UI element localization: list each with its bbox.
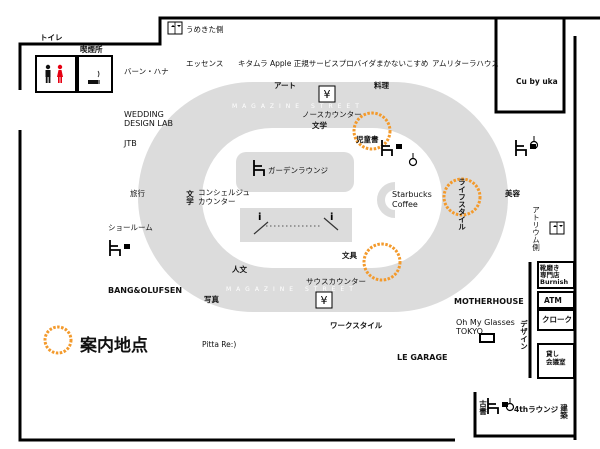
label-photo: 写真: [204, 295, 219, 304]
elevator-icon: [167, 21, 183, 35]
garden-lounge-area: [236, 152, 354, 192]
building-walls: [18, 16, 600, 442]
cafe-chair-icon: [109, 240, 130, 256]
info-point-childrens-books: [352, 111, 392, 151]
cafe-chair-icon: [515, 140, 536, 156]
cafe-chair-icon: [487, 398, 508, 414]
svg-text:¥: ¥: [321, 294, 328, 307]
yen-icon: ¥: [318, 85, 336, 103]
info-board-area: [240, 208, 352, 242]
info-icon: i: [258, 212, 261, 223]
label-essence: エッセンス: [186, 59, 224, 68]
info-icon: i: [330, 212, 333, 223]
label-kitamura-apple: キタムラ Apple 正規サービスプロバイダ: [238, 59, 376, 68]
label-smoking: 喫煙所: [80, 45, 103, 54]
power-outlet-icon: [408, 153, 418, 167]
label-south-counter: サウスカウンター: [306, 277, 366, 286]
restroom-room: [35, 55, 77, 93]
cafe-chair-icon: [253, 160, 265, 176]
starbucks-counter: [377, 182, 396, 218]
label-motherhouse: MOTHERHOUSE: [454, 297, 524, 306]
small-booth: [479, 333, 495, 343]
smoking-room: [77, 55, 113, 93]
label-4th-lounge: 4thラウンジ: [514, 405, 559, 414]
label-art: アート: [274, 81, 297, 90]
label-wedding-design-lab: WEDDING DESIGN LAB: [124, 110, 173, 129]
label-cooking: 料理: [374, 81, 389, 90]
label-le-garage: LE GARAGE: [397, 353, 448, 362]
smoking-icon: [88, 70, 100, 84]
info-point-lifestyle: [442, 177, 482, 217]
legend-marker-icon: [43, 325, 73, 355]
label-bahn-hana: バーン・ハナ: [124, 67, 169, 76]
label-beauty: 美容: [505, 189, 520, 198]
label-stationery: 文具: [342, 251, 357, 260]
label-antique-books: 古書: [478, 400, 488, 415]
cafe-chair-icon: [381, 140, 402, 156]
label-amuritara: アムリターラハウス: [432, 59, 499, 68]
label-magazine-street-bottom: MAGAZINE STREET: [226, 286, 358, 293]
label-pitta-re: Pitta Re:): [202, 340, 237, 349]
elevator-icon: [549, 221, 565, 235]
label-umekita-side: うめきた側: [186, 25, 224, 34]
label-travel: 旅行: [130, 189, 145, 198]
info-point-markers: [43, 111, 482, 355]
label-literature: 文学: [312, 121, 327, 130]
label-north-counter: ノースカウンター: [302, 110, 362, 119]
label-atrium-side: アトリウム側: [531, 206, 541, 251]
label-cloak: クローク: [542, 315, 572, 324]
label-literature-west: 文学: [185, 190, 195, 205]
label-childrens-books: 児童書: [356, 135, 379, 144]
label-toilet: トイレ: [40, 33, 63, 42]
label-concierge-counter: コンシェルジュ カウンター: [198, 188, 250, 207]
svg-text:i: i: [330, 212, 333, 223]
label-jtb: JTB: [124, 139, 137, 148]
burnish-room: [537, 261, 575, 289]
atm-room: [537, 291, 575, 309]
label-magazine-street-top: MAGAZINE STREET: [232, 103, 364, 110]
label-design: デザイン: [519, 320, 529, 350]
label-burnish: 靴磨き 専門店 Burnish: [540, 264, 569, 287]
label-makanai: まかないこすめ: [376, 59, 429, 68]
rental-room: [537, 343, 575, 379]
label-garden-lounge: ガーデンラウンジ: [268, 166, 328, 175]
label-work-style: ワークスタイル: [330, 321, 383, 330]
label-rental-room: 貸し 会議室: [546, 350, 566, 367]
power-outlet-icon: [505, 398, 515, 412]
cloak-room: [537, 309, 575, 331]
legend-label: 案内地点: [80, 336, 148, 356]
power-outlet-icon: [529, 136, 539, 150]
svg-text:i: i: [258, 212, 261, 223]
svg-text:¥: ¥: [324, 88, 331, 101]
label-showroom: ショールーム: [108, 223, 153, 232]
label-bang-olufsen: BANG&OLUFSEN: [108, 286, 183, 295]
label-architecture: 建築: [559, 404, 569, 419]
label-oh-my-glasses: Oh My Glasses TOKYO: [456, 318, 515, 337]
yen-icon: ¥: [315, 291, 333, 309]
label-humanities: 人文: [232, 265, 247, 274]
label-lifestyle: ライフスタイル: [457, 178, 467, 231]
info-point-stationery: [362, 242, 402, 282]
label-cu-by-uka: Cu by uka: [516, 77, 558, 86]
label-atm: ATM: [544, 296, 562, 305]
restroom-icon: [45, 64, 63, 83]
label-starbucks-coffee: Starbucks Coffee: [392, 190, 432, 209]
